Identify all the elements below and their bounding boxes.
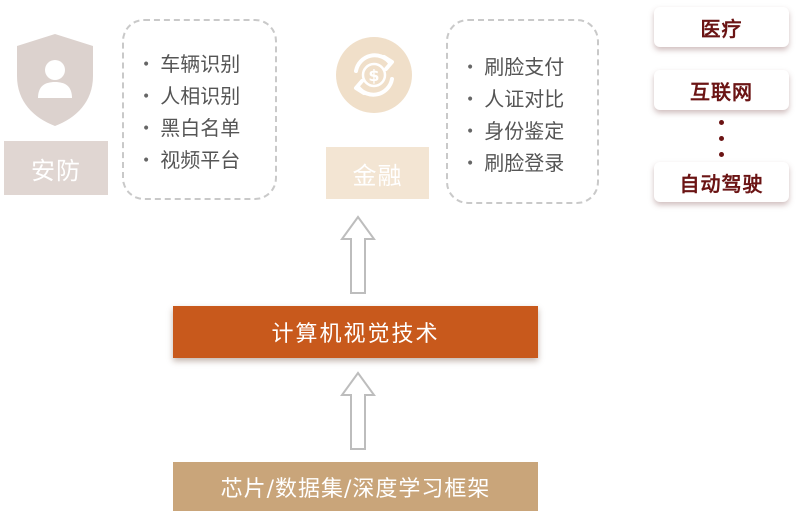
security-list-box — [122, 19, 277, 200]
finance-list: 刷脸支付 人证对比 身份鉴定 刷脸登录 — [466, 53, 564, 181]
finance-list-box — [446, 19, 599, 204]
up-arrow-icon — [340, 215, 376, 295]
application-chip-internet: 互联网 — [654, 70, 789, 110]
shield-user-icon — [14, 32, 96, 128]
up-arrow-icon — [340, 371, 376, 451]
ellipsis-dot — [719, 120, 724, 125]
svg-text:$: $ — [368, 66, 379, 85]
security-label: 安防 — [4, 141, 108, 195]
finance-item: 刷脸登录 — [466, 149, 564, 181]
ellipsis-dot — [719, 136, 724, 141]
finance-label: 金融 — [326, 147, 429, 199]
finance-item: 刷脸支付 — [466, 53, 564, 85]
security-item: 黑白名单 — [142, 114, 240, 146]
security-item: 人相识别 — [142, 82, 240, 114]
security-list: 车辆识别 人相识别 黑白名单 视频平台 — [142, 50, 240, 178]
security-item: 视频平台 — [142, 146, 240, 178]
finance-item: 身份鉴定 — [466, 117, 564, 149]
security-item: 车辆识别 — [142, 50, 240, 82]
core-technology-bar: 计算机视觉技术 — [173, 306, 538, 358]
dollar-coin-refresh-icon: $ — [334, 35, 414, 115]
application-chip-medical: 医疗 — [654, 7, 789, 47]
application-chip-autonomous-driving: 自动驾驶 — [654, 162, 789, 202]
foundation-bar: 芯片/数据集/深度学习框架 — [173, 462, 538, 511]
finance-item: 人证对比 — [466, 85, 564, 117]
ellipsis-dot — [719, 152, 724, 157]
